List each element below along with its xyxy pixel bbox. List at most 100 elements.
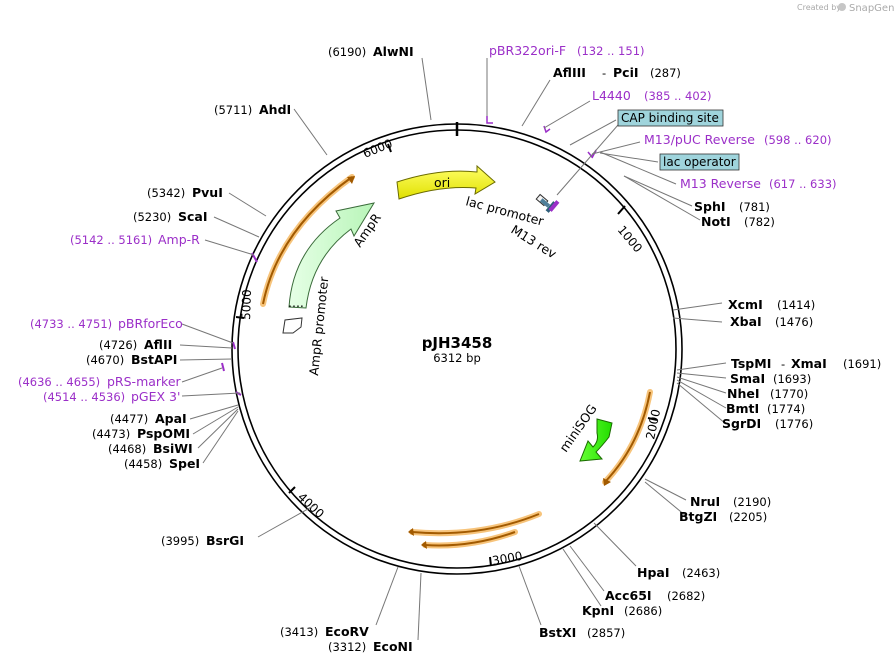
snapgene-credit: Created by SnapGene [797, 3, 895, 14]
site-sep: - [602, 66, 606, 80]
site-pos: (287) [650, 66, 681, 80]
label-pspomi[interactable]: (4473) PspOMI [92, 426, 190, 441]
credit-prefix: Created by [797, 3, 841, 12]
label-bmti[interactable]: BmtI (1774) [726, 401, 805, 416]
site-pos: (2205) [729, 510, 767, 524]
orf-arrow-right[interactable] [604, 391, 651, 483]
site-pos: (1693) [773, 372, 811, 386]
ori-feature-arrow[interactable] [396, 164, 496, 200]
primer-range: (4636 .. 4655) [18, 375, 100, 389]
label-sgrdi[interactable]: SgrDI (1776) [722, 416, 813, 431]
site-name: PvuI [192, 185, 223, 200]
label-ecorv[interactable]: (3413) EcoRV [280, 624, 369, 639]
site-name: AlwNI [373, 44, 414, 59]
site-name: PspOMI [137, 426, 190, 441]
backbone [231, 122, 683, 575]
label-scai[interactable]: (5230) ScaI [133, 209, 208, 224]
label-bsrgi[interactable]: (3995) BsrGI [161, 533, 244, 548]
site-pos: (2686) [624, 604, 662, 618]
tick-2000 [647, 417, 658, 421]
label-kpni[interactable]: KpnI (2686) [582, 603, 662, 618]
site-pos: (2857) [587, 626, 625, 640]
site-name: EcoNI [373, 639, 413, 654]
tick-5000 [235, 316, 245, 319]
site-name: TspMI [731, 356, 771, 371]
label-pbrforeco[interactable]: (4733 .. 4751) pBRforEco [30, 316, 183, 331]
label-aflii[interactable]: (4726) AflII [99, 337, 172, 352]
label-pvui[interactable]: (5342) PvuI [147, 185, 223, 200]
lac-promoter-label: lac promoter [464, 193, 546, 228]
primer-name: L4440 [592, 88, 631, 103]
ampr-feature-arrow[interactable] [288, 202, 376, 309]
label-afliii-pcii[interactable]: AflIII - PciI (287) [553, 65, 681, 80]
site-name: NruI [690, 494, 720, 509]
ampr-promoter-dots: .... [288, 295, 304, 310]
label-hpai[interactable]: HpaI (2463) [637, 565, 720, 580]
site-sep: - [781, 357, 785, 371]
site-pos: (4726) [99, 338, 137, 352]
label-xbai[interactable]: XbaI (1476) [730, 314, 813, 329]
label-apai[interactable]: (4477) ApaI [110, 411, 187, 426]
m13-rev-label: M13 rev [508, 222, 559, 262]
orf-arrow-bottom2[interactable] [424, 531, 516, 547]
primer-mark-pbr322ori-f [486, 116, 493, 124]
label-sphi[interactable]: SphI (781) [694, 199, 770, 214]
cap-box [617, 109, 724, 127]
label-tspmi-xmai[interactable]: TspMI - XmaI (1691) [731, 356, 881, 371]
label-econi[interactable]: (3312) EcoNI [328, 639, 413, 654]
label-nrui[interactable]: NruI (2190) [690, 494, 771, 509]
ori-label: ori [434, 175, 450, 190]
label-bsiwi[interactable]: (4468) BsiWI [108, 441, 193, 456]
label-m13-reverse[interactable]: M13 Reverse (617 .. 633) [680, 176, 837, 191]
label-bstxi[interactable]: BstXI (2857) [539, 625, 625, 640]
ampr-promoter-arrow[interactable] [282, 317, 303, 334]
site-name: KpnI [582, 603, 614, 618]
minisog-feature-arrow[interactable] [579, 418, 613, 462]
label-cap-binding-site[interactable]: CAP binding site [617, 109, 724, 127]
label-pbr322ori-f[interactable]: pBR322ori-F (132 .. 151) [489, 43, 645, 58]
label-nhei[interactable]: NheI (1770) [727, 386, 808, 401]
label-noti[interactable]: NotI (782) [701, 214, 775, 229]
site-pos: (1776) [775, 417, 813, 431]
label-m13puc-reverse[interactable]: M13/pUC Reverse (598 .. 620) [644, 132, 832, 147]
label-ahdi[interactable]: (5711) AhdI [214, 102, 291, 117]
cap-text: CAP binding site [621, 111, 719, 125]
site-pos: (3413) [280, 625, 318, 639]
snapgene-logo-icon [838, 3, 846, 11]
lac-operator-text: lac operator [663, 155, 736, 169]
tick-label-2000: 2000 [643, 408, 663, 441]
leader-lines [179, 57, 727, 641]
orf-arrow-bottom1[interactable] [411, 513, 540, 535]
site-name: ScaI [178, 209, 208, 224]
primer-range: (5142 .. 5161) [70, 233, 152, 247]
orf-arrow-left[interactable] [262, 176, 353, 305]
ampr-promoter-label: AmpR promoter [306, 275, 331, 376]
label-spei[interactable]: (4458) SpeI [124, 456, 200, 471]
primer-name: pBRforEco [118, 316, 183, 331]
label-xcmi[interactable]: XcmI (1414) [728, 297, 815, 312]
site-name: NheI [727, 386, 760, 401]
label-l4440[interactable]: L4440 (385 .. 402) [592, 88, 712, 103]
label-lac-operator[interactable]: lac operator [659, 153, 740, 171]
primer-name: pBR322ori-F [489, 43, 566, 58]
site-name: AflII [144, 337, 172, 352]
site-name: BmtI [726, 401, 759, 416]
lac-region[interactable] [535, 193, 560, 213]
label-bstapi[interactable]: (4670) BstAPI [86, 352, 177, 367]
credit-brand: SnapGene [849, 3, 895, 14]
primer-range: (598 .. 620) [764, 133, 832, 147]
site-pos: (1476) [775, 315, 813, 329]
cap-site-mark [539, 198, 551, 208]
plasmid-name: pJH3458 [422, 334, 493, 352]
label-smai[interactable]: SmaI (1693) [730, 371, 811, 386]
label-alwni[interactable]: (6190) AlwNI [328, 44, 414, 59]
label-prs-marker[interactable]: (4636 .. 4655) pRS-marker [18, 374, 182, 389]
label-btgzi[interactable]: BtgZI (2205) [679, 509, 767, 524]
label-pgex3[interactable]: (4514 .. 4536) pGEX 3' [43, 389, 180, 404]
site-name: BsiWI [153, 441, 193, 456]
label-amp-r[interactable]: (5142 .. 5161) Amp-R [70, 232, 200, 247]
tick-label-3000: 3000 [491, 549, 524, 568]
label-acc65i[interactable]: Acc65I (2682) [605, 588, 705, 603]
site-pos: (2190) [733, 495, 771, 509]
